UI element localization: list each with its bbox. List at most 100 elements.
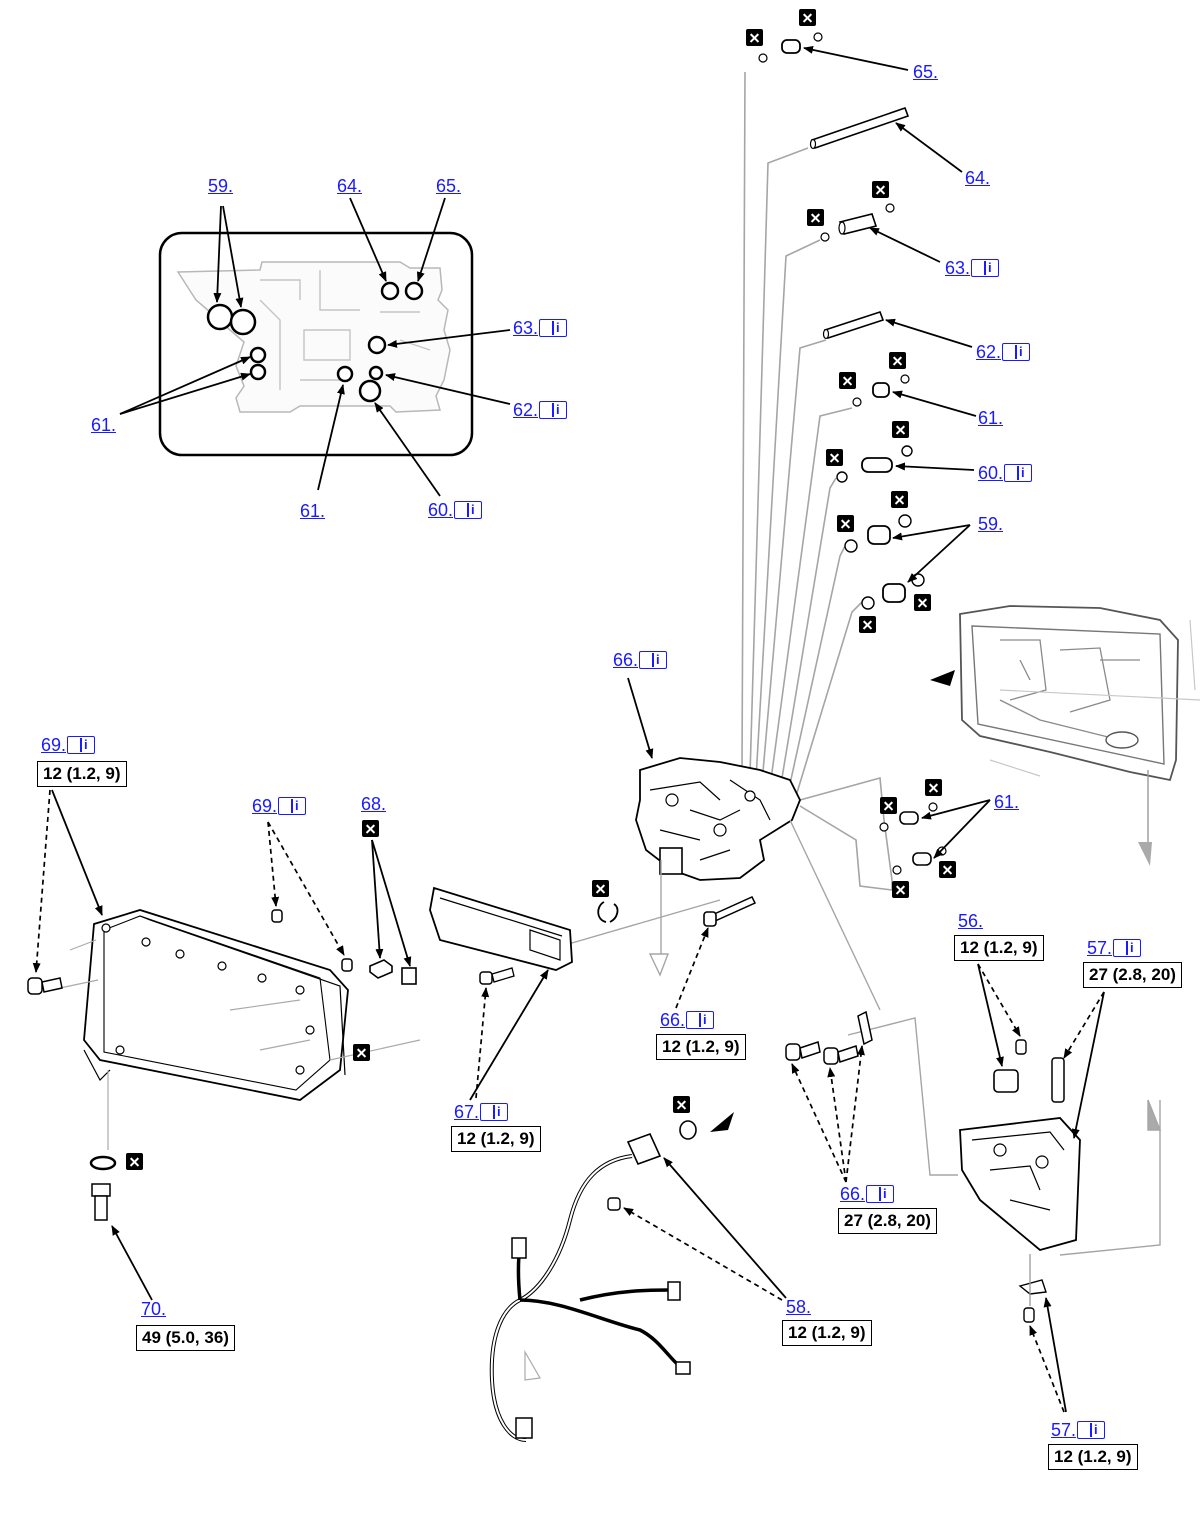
book-info-icon[interactable] — [1076, 1420, 1106, 1440]
callout-60-right-wrap[interactable]: 60. — [978, 463, 1033, 484]
callout-60-right[interactable]: 60. — [978, 463, 1004, 483]
callout-66-top-wrap[interactable]: 66. — [613, 650, 668, 671]
book-info-icon[interactable] — [453, 500, 483, 520]
part-70-drain-plug — [89, 1155, 117, 1221]
inset-port-60 — [358, 379, 382, 403]
inset-callout-60[interactable]: 60. — [428, 500, 454, 520]
inset-callout-65[interactable]: 65. — [436, 176, 462, 196]
book-info-icon[interactable] — [638, 650, 668, 670]
callout-57-top[interactable]: 57. — [1087, 938, 1113, 958]
x-box-icon — [353, 1044, 370, 1061]
part-68-clips — [369, 959, 417, 985]
x-box-icon — [826, 449, 843, 466]
inset-port-61b — [249, 363, 267, 381]
inset-port-63 — [367, 335, 387, 355]
callout-69-mid[interactable]: 69. — [252, 796, 278, 816]
x-box-icon — [839, 372, 856, 389]
x-box-icon — [126, 1153, 143, 1170]
book-info-icon[interactable] — [1003, 463, 1033, 483]
x-box-icon — [362, 820, 379, 837]
callout-57-top-wrap[interactable]: 57. — [1087, 938, 1142, 959]
callout-67-wrap[interactable]: 67. — [454, 1102, 509, 1123]
inset-port-62 — [368, 365, 384, 381]
x-box-icon — [859, 616, 876, 633]
book-info-icon[interactable] — [66, 735, 96, 755]
inset-callout-63-wrap[interactable]: 63. — [513, 318, 568, 339]
book-info-icon[interactable] — [970, 258, 1000, 278]
torque-57-top: 27 (2.8, 20) — [1083, 962, 1182, 988]
callout-62-right-wrap[interactable]: 62. — [976, 342, 1031, 363]
x-box-icon — [837, 515, 854, 532]
part-59-tubes — [844, 514, 925, 610]
x-box-icon — [914, 594, 931, 611]
inset-callout-60-wrap[interactable]: 60. — [428, 500, 483, 521]
x-box-icon — [889, 352, 906, 369]
book-info-icon[interactable] — [479, 1102, 509, 1122]
callout-68[interactable]: 68. — [361, 794, 387, 814]
callout-57-low-wrap[interactable]: 57. — [1051, 1420, 1106, 1441]
part-61-lower — [879, 802, 947, 875]
callout-67[interactable]: 67. — [454, 1102, 480, 1122]
inset-callout-63[interactable]: 63. — [513, 318, 539, 338]
callout-66-low[interactable]: 66. — [840, 1184, 866, 1204]
part-62-pipe — [822, 311, 885, 340]
part-66-long-bolt — [703, 896, 757, 927]
part-63-tube — [820, 203, 895, 242]
callout-66-low-wrap[interactable]: 66. — [840, 1184, 895, 1205]
torque-57-low: 12 (1.2, 9) — [1048, 1444, 1138, 1470]
inset-port-61c — [336, 365, 354, 383]
callout-66-top[interactable]: 66. — [613, 650, 639, 670]
book-info-icon[interactable] — [865, 1184, 895, 1204]
callout-61-lower[interactable]: 61. — [994, 792, 1020, 812]
callout-66-mid-wrap[interactable]: 66. — [660, 1010, 715, 1031]
callout-61-right[interactable]: 61. — [978, 408, 1004, 428]
x-box-icon — [872, 181, 889, 198]
x-box-icon — [592, 880, 609, 897]
x-box-icon — [925, 779, 942, 796]
inset-callout-62[interactable]: 62. — [513, 400, 539, 420]
callout-63-right[interactable]: 63. — [945, 258, 971, 278]
book-info-icon[interactable] — [1001, 342, 1031, 362]
book-info-icon[interactable] — [277, 796, 307, 816]
x-box-icon — [939, 861, 956, 878]
callout-57-low[interactable]: 57. — [1051, 1420, 1077, 1440]
x-box-icon — [807, 209, 824, 226]
inset-callout-61-bottom[interactable]: 61. — [300, 501, 326, 521]
callout-56[interactable]: 56. — [958, 911, 984, 931]
inset-callout-62-wrap[interactable]: 62. — [513, 400, 568, 421]
torque-56: 12 (1.2, 9) — [954, 935, 1044, 961]
part-67-strainer — [429, 886, 619, 985]
part-66-bolts-bracket — [785, 1010, 873, 1065]
callout-63-right-wrap[interactable]: 63. — [945, 258, 1000, 279]
book-info-icon[interactable] — [685, 1010, 715, 1030]
book-info-icon[interactable] — [1112, 938, 1142, 958]
callout-66-mid[interactable]: 66. — [660, 1010, 686, 1030]
callout-69-mid-wrap[interactable]: 69. — [252, 796, 307, 817]
tube-assembly-lines — [741, 71, 893, 891]
transmission-case-fragment — [930, 605, 1200, 866]
torque-67: 12 (1.2, 9) — [451, 1126, 541, 1152]
part-65-check-ball-tube — [758, 32, 823, 63]
callout-69-left-wrap[interactable]: 69. — [41, 735, 96, 756]
x-box-icon — [880, 797, 897, 814]
callout-59-right[interactable]: 59. — [978, 514, 1004, 534]
callout-62-right[interactable]: 62. — [976, 342, 1002, 362]
inset-callout-61-left[interactable]: 61. — [91, 415, 117, 435]
x-box-icon — [673, 1096, 690, 1113]
inset-callout-64[interactable]: 64. — [337, 176, 363, 196]
inset-port-59a — [206, 303, 234, 331]
callout-64-top[interactable]: 64. — [965, 168, 991, 188]
callout-70[interactable]: 70. — [141, 1299, 167, 1319]
book-info-icon[interactable] — [538, 318, 568, 338]
x-box-icon — [799, 9, 816, 26]
inset-port-59b — [229, 308, 257, 336]
inset-callout-59[interactable]: 59. — [208, 176, 234, 196]
torque-70: 49 (5.0, 36) — [136, 1325, 235, 1351]
callout-65-top[interactable]: 65. — [913, 62, 939, 82]
book-info-icon[interactable] — [538, 400, 568, 420]
callout-69-left[interactable]: 69. — [41, 735, 67, 755]
callout-58[interactable]: 58. — [786, 1297, 812, 1317]
part-61-upper — [852, 374, 910, 407]
